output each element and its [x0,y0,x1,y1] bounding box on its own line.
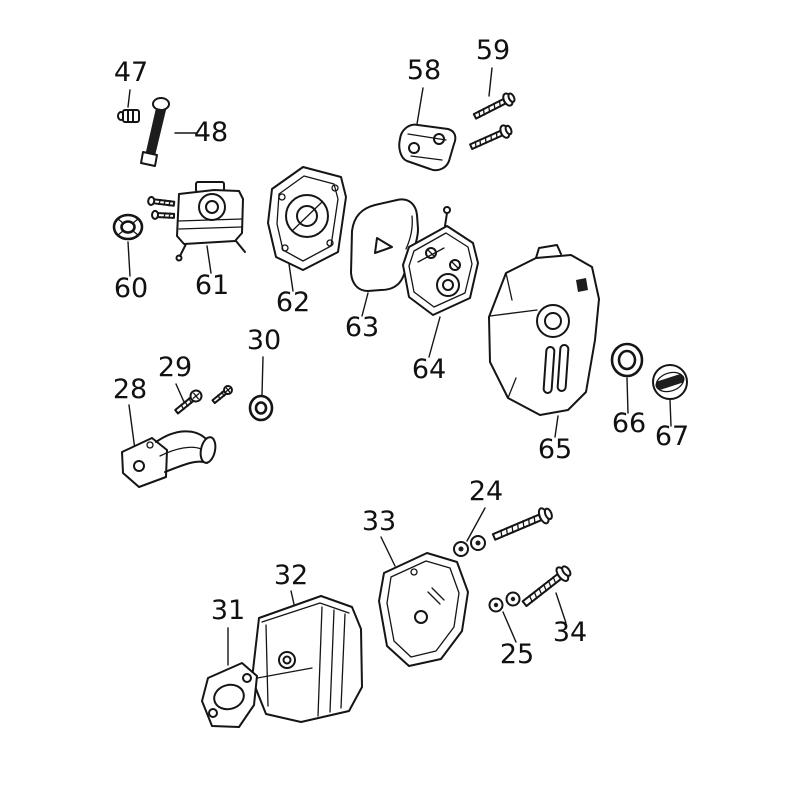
callout-25: 25 [500,639,534,670]
leader-67 [669,399,672,427]
part-32-muffler [251,595,363,723]
callout-60: 60 [114,273,148,304]
leader-25 [502,611,517,643]
part-59-screws [469,92,516,150]
part-25-washers [488,591,521,613]
callout-62: 62 [276,287,310,318]
callout-31: 31 [211,595,245,626]
callout-29: 29 [158,352,192,383]
part-24-bolt-washers [453,507,553,557]
part-48-lever [140,97,170,167]
leader-47 [127,89,131,108]
callout-32: 32 [274,560,308,591]
leader-28 [128,404,136,451]
part-64-filter-holder [402,206,479,316]
leader-65 [554,415,559,438]
part-29-screws [174,385,233,415]
callout-30: 30 [247,325,281,356]
leader-59 [488,67,493,97]
leader-63 [361,292,369,317]
leader-60 [127,241,131,277]
callout-33: 33 [362,506,396,537]
part-31-gasket [201,662,258,728]
callout-63: 63 [345,312,379,343]
leader-24 [466,507,486,542]
leader-34 [555,592,567,624]
callout-61: 61 [195,270,229,301]
leader-29 [175,383,185,403]
leader-lines [127,67,672,666]
part-34-bolt [521,565,572,608]
callout-59: 59 [476,35,510,66]
part-28-intake-elbow [121,430,217,488]
part-58-bracket [398,123,457,172]
part-33-muffler-plate [378,552,469,667]
callout-48: 48 [194,117,228,148]
callout-67: 67 [655,421,689,452]
part-60-spacer [112,213,144,241]
part-47-nut [117,109,140,123]
leader-33 [380,536,396,567]
callout-65: 65 [538,434,572,465]
leader-61 [206,245,212,274]
leader-64 [428,316,441,358]
part-67-knob [652,364,688,400]
leader-66 [626,377,629,414]
part-61-carburetor [147,181,246,262]
part-30-washer [248,394,274,422]
callout-labels: 47 48 58 59 60 61 62 63 64 65 66 67 28 2… [113,35,689,670]
part-62-backing-plate [267,166,347,271]
leader-58 [416,87,424,125]
leader-62 [288,263,294,292]
leader-30 [261,356,264,396]
callout-34: 34 [553,617,587,648]
callout-66: 66 [612,408,646,439]
callout-47: 47 [114,57,148,88]
callout-24: 24 [469,476,503,507]
part-66-ring [610,342,644,378]
callout-58: 58 [407,55,441,86]
callout-28: 28 [113,374,147,405]
callout-64: 64 [412,354,446,385]
part-65-filter-cover [488,244,600,416]
